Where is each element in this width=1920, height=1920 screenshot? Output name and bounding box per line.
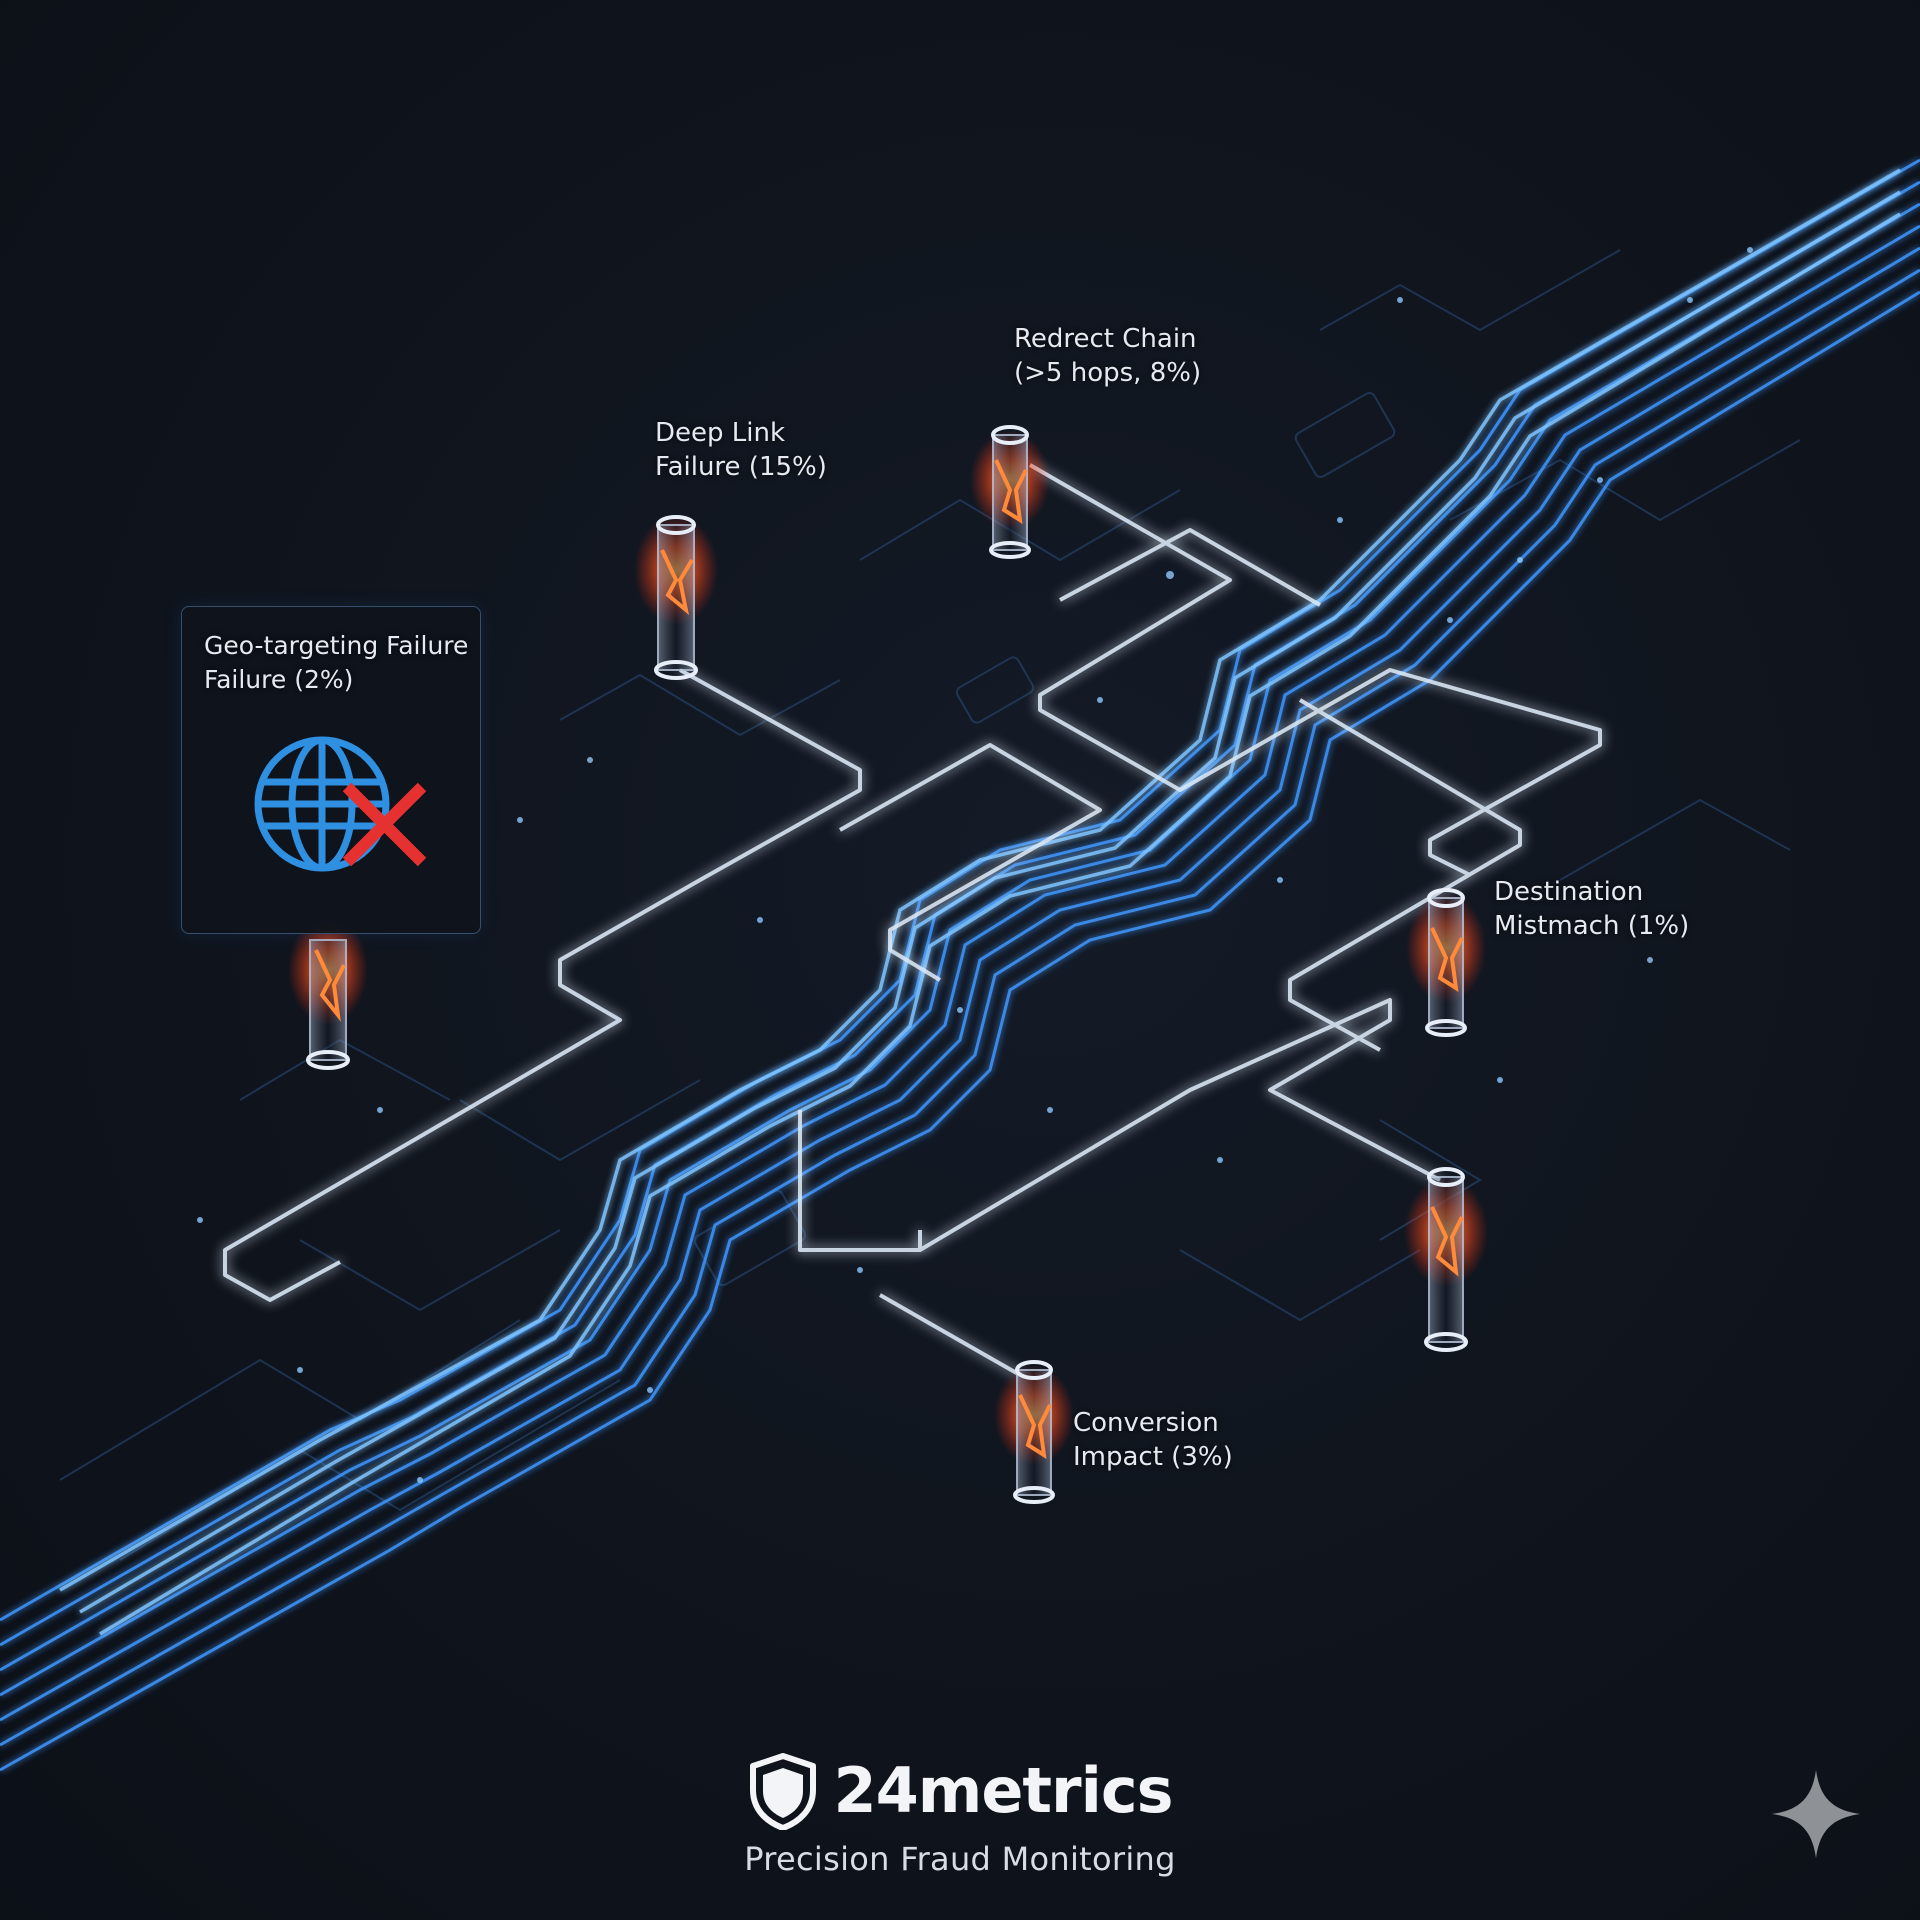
brand-name: 24metrics <box>833 1754 1173 1827</box>
geo-targeting-failure-card: Geo-targeting Failure Failure (2%) <box>181 606 481 934</box>
deep-link-failure-label: Deep Link Failure (15%) <box>655 418 827 482</box>
failure-pillar-deeplink <box>634 515 718 680</box>
white-conduit-traces <box>223 463 1602 1377</box>
bright-trace-bundle <box>59 168 1901 1636</box>
redirect-chain-label: Redrect Chain (>5 hops, 8%) <box>1014 324 1202 388</box>
failure-pillar-destination <box>1406 888 1486 1037</box>
brand-tagline: Precision Fraud Monitoring <box>744 1840 1176 1878</box>
failure-pillar-geo <box>288 915 368 1070</box>
sparkle-icon <box>1771 1769 1861 1859</box>
node-dots <box>197 247 1753 1483</box>
main-trace-bundle <box>0 158 1920 1772</box>
failure-pillar-unlabeled <box>1404 1167 1488 1352</box>
globe-icon <box>254 736 390 872</box>
geo-targeting-failure-label: Geo-targeting Failure Failure (2%) <box>204 631 469 694</box>
failure-pillar-conversion <box>994 1360 1074 1504</box>
shield-icon <box>750 1753 817 1830</box>
failure-pillar-redirect <box>970 425 1050 559</box>
conversion-impact-label: Conversion Impact (3%) <box>1073 1408 1233 1472</box>
brand-footer: 24metrics Precision Fraud Monitoring <box>0 1752 1920 1878</box>
red-x-icon <box>342 782 427 867</box>
destination-mismatch-label: Destination Mistmach (1%) <box>1494 877 1690 941</box>
globe-with-red-x-icon <box>254 736 427 872</box>
brand-logo: 24metrics <box>747 1752 1174 1830</box>
